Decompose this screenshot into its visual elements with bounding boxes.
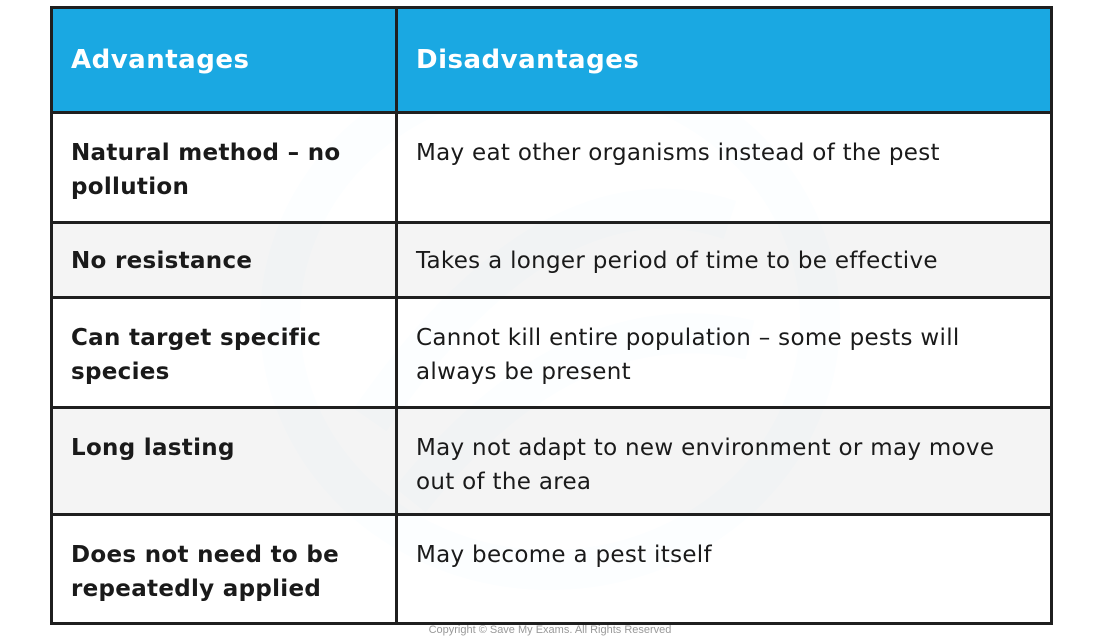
table-header-row: Advantages Disadvantages — [50, 6, 1053, 114]
advantage-cell: Does not need to be repeatedly applied — [50, 513, 398, 625]
header-disadvantages: Disadvantages — [395, 6, 1053, 114]
advantage-cell: Long lasting — [50, 406, 398, 516]
header-advantages: Advantages — [50, 6, 398, 114]
table-row: Natural method – no pollution May eat ot… — [50, 111, 1053, 224]
table-row: No resistance Takes a longer period of t… — [50, 221, 1053, 299]
disadvantage-cell: Cannot kill entire population – some pes… — [395, 296, 1053, 409]
advantage-cell: Can target specific species — [50, 296, 398, 409]
disadvantage-cell: Takes a longer period of time to be effe… — [395, 221, 1053, 299]
table-row: Long lasting May not adapt to new enviro… — [50, 406, 1053, 516]
table-row: Can target specific species Cannot kill … — [50, 296, 1053, 409]
disadvantage-cell: May eat other organisms instead of the p… — [395, 111, 1053, 224]
disadvantage-cell: May not adapt to new environment or may … — [395, 406, 1053, 516]
disadvantage-cell: May become a pest itself — [395, 513, 1053, 625]
comparison-table: Advantages Disadvantages Natural method … — [50, 6, 1053, 625]
copyright-notice: Copyright © Save My Exams. All Rights Re… — [428, 624, 672, 636]
advantage-cell: Natural method – no pollution — [50, 111, 398, 224]
table-row: Does not need to be repeatedly applied M… — [50, 513, 1053, 625]
advantage-cell: No resistance — [50, 221, 398, 299]
